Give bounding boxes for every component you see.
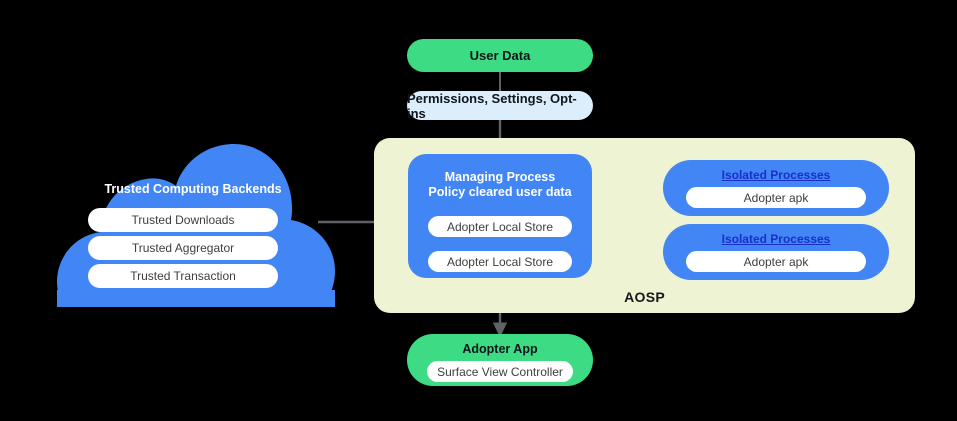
adopter-apk-2[interactable]: Adopter apk <box>686 251 866 272</box>
cloud-item-trusted-aggregator[interactable]: Trusted Aggregator <box>88 236 278 260</box>
adopter-apk-label: Adopter apk <box>743 190 809 205</box>
aosp-label: AOSP <box>624 289 665 305</box>
cloud-item-trusted-downloads[interactable]: Trusted Downloads <box>88 208 278 232</box>
user-data-node[interactable]: User Data <box>407 39 593 72</box>
adopter-app-node[interactable]: Adopter App Surface View Controller <box>407 334 593 386</box>
adopter-local-store-1[interactable]: Adopter Local Store <box>428 216 572 237</box>
adopter-local-store-label: Adopter Local Store <box>446 254 554 269</box>
isolated-process-node-2[interactable]: Isolated Processes Adopter apk <box>663 224 889 280</box>
adopter-local-store-2[interactable]: Adopter Local Store <box>428 251 572 272</box>
isolated-process-title-link[interactable]: Isolated Processes <box>721 168 831 182</box>
adopter-app-title: Adopter App <box>462 342 538 356</box>
isolated-process-node-1[interactable]: Isolated Processes Adopter apk <box>663 160 889 216</box>
permissions-label: Permissions, Settings, Opt-ins <box>407 90 577 121</box>
adopter-local-store-label: Adopter Local Store <box>446 219 554 234</box>
trusted-computing-backends-cloud[interactable]: Trusted Computing Backends Trusted Downl… <box>38 140 348 310</box>
managing-process-title-line2: Policy cleared user data <box>428 185 572 199</box>
surface-view-controller[interactable]: Surface View Controller <box>427 361 573 382</box>
cloud-item-label: Trusted Downloads <box>131 213 235 227</box>
isolated-process-title-link[interactable]: Isolated Processes <box>721 232 831 246</box>
adopter-apk-1[interactable]: Adopter apk <box>686 187 866 208</box>
cloud-item-trusted-transaction[interactable]: Trusted Transaction <box>88 264 278 288</box>
permissions-settings-optins-node[interactable]: Permissions, Settings, Opt-ins <box>407 90 593 121</box>
cloud-title: Trusted Computing Backends <box>104 182 282 196</box>
managing-process-title: Managing Process Policy cleared user dat… <box>408 154 592 200</box>
surface-view-controller-label: Surface View Controller <box>437 364 563 379</box>
managing-process-title-line1: Managing Process <box>444 170 556 184</box>
user-data-label: User Data <box>469 48 531 63</box>
managing-process-node[interactable]: Managing Process Policy cleared user dat… <box>408 154 592 278</box>
cloud-item-label: Trusted Aggregator <box>131 241 235 255</box>
cloud-item-label: Trusted Transaction <box>130 269 236 283</box>
adopter-apk-label: Adopter apk <box>743 254 809 269</box>
